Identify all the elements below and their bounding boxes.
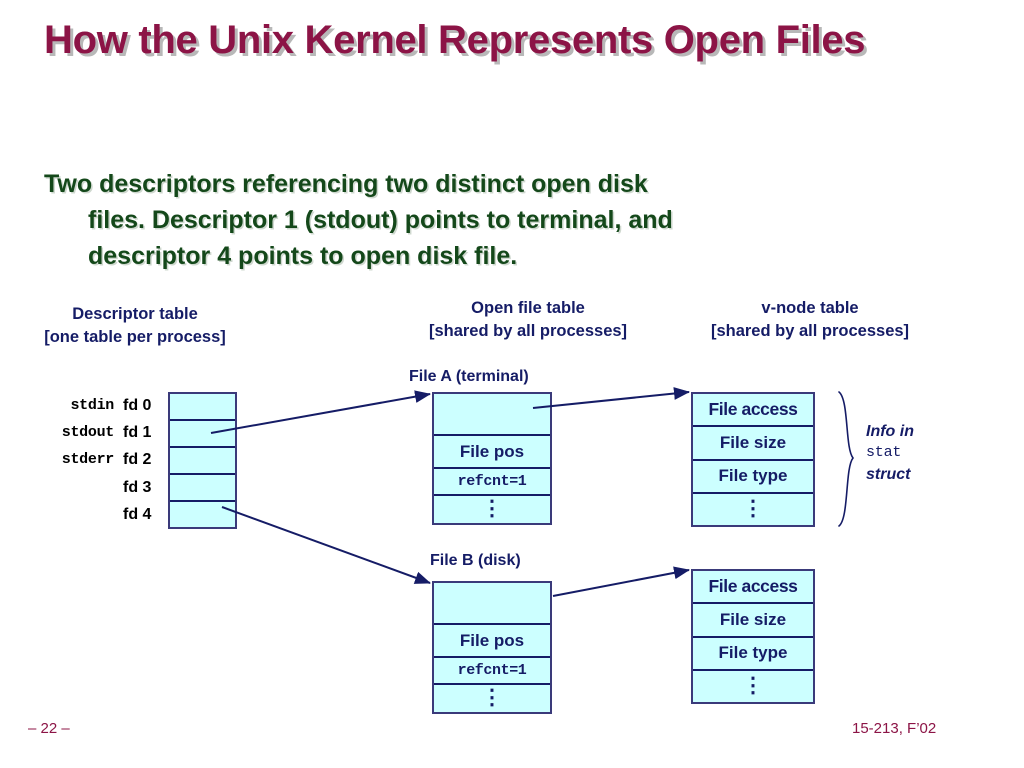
heading-open-file-table-line1: Open file table [471, 299, 585, 317]
footer-slide-number: – 22 – [28, 720, 70, 737]
descriptor-cell-fd0 [170, 394, 235, 421]
vnode-a-cell-file-size: File size [693, 427, 813, 461]
heading-vnode-table-line2: [shared by all processes] [710, 322, 910, 341]
info-stat-struct-note: Info in stat struct [866, 421, 914, 486]
fd-label-row-0: stdin fd 0 [20, 392, 163, 419]
file-b-cell-file-pos: File pos [434, 625, 550, 658]
file-b-cell-ellipsis: ⋮ [434, 685, 550, 712]
curly-brace-icon [838, 391, 855, 527]
open-file-table-b: File pos refcnt=1 ⋮ [432, 581, 552, 714]
fd-label-row-1: stdout fd 1 [20, 419, 163, 446]
info-note-line2: stat [866, 444, 902, 462]
page-title: How the Unix Kernel Represents Open File… [44, 18, 866, 62]
fd-label-row-4: fd 4 [20, 501, 163, 528]
file-a-cell-ellipsis: ⋮ [434, 496, 550, 523]
arrow-fd4-to-file-b [221, 506, 431, 584]
std-name-stdin: stdin [70, 397, 114, 415]
open-file-table-a: File pos refcnt=1 ⋮ [432, 392, 552, 525]
descriptor-cell-fd4 [170, 502, 235, 527]
vnode-table-a: File access File size File type ⋮ [691, 392, 815, 527]
fd-name-0: fd 0 [123, 396, 152, 414]
vnode-a-cell-file-access: File access [693, 394, 813, 428]
descriptor-cell-fd1 [170, 421, 235, 448]
heading-descriptor-table-line1: Descriptor table [72, 305, 198, 323]
info-note-line1: Info in [866, 423, 914, 440]
caption-file-a: File A (terminal) [409, 368, 529, 385]
arrow-file-a-to-vnode-a [532, 387, 690, 409]
footer-course-label: 15-213, F’02 [852, 720, 937, 737]
vnode-a-cell-ellipsis: ⋮ [693, 493, 813, 525]
fd-name-1: fd 1 [123, 423, 152, 441]
bullet-line-3: descriptor 4 points to open disk file. [88, 242, 518, 270]
file-a-cell-refcnt: refcnt=1 [434, 469, 550, 496]
info-note-line3: struct [866, 465, 911, 483]
file-b-cell-refcnt: refcnt=1 [434, 658, 550, 685]
file-a-cell-file-pos: File pos [434, 436, 550, 469]
fd-name-4: fd 4 [123, 505, 152, 523]
heading-descriptor-table: Descriptor table [one table per process] [0, 303, 270, 350]
heading-vnode-table: v-node table [shared by all processes] [640, 297, 980, 344]
vnode-a-cell-file-type: File type [693, 460, 813, 494]
descriptor-cell-fd2 [170, 448, 235, 475]
vnode-table-b: File access File size File type ⋮ [691, 569, 815, 704]
arrow-fd1-to-file-a [210, 390, 431, 434]
bullet-line-1: Two descriptors referencing two distinct… [44, 170, 648, 198]
descriptor-table-box [168, 392, 237, 529]
heading-vnode-table-line1: v-node table [761, 299, 859, 317]
bullet-line-2: files. Descriptor 1 (stdout) points to t… [88, 206, 673, 234]
std-name-stdout: stdout [61, 424, 115, 442]
fd-name-2: fd 2 [123, 450, 152, 468]
bullet-paragraph: Two descriptors referencing two distinct… [44, 166, 924, 274]
heading-descriptor-table-line2: [one table per process] [44, 328, 226, 347]
heading-open-file-table: Open file table [shared by all processes… [378, 297, 678, 344]
arrow-file-b-to-vnode-b [552, 566, 690, 597]
heading-open-file-table-line2: [shared by all processes] [428, 322, 628, 341]
std-name-stderr: stderr [61, 451, 115, 469]
fd-name-3: fd 3 [123, 478, 152, 496]
vnode-b-cell-file-type: File type [693, 637, 813, 671]
descriptor-cell-fd3 [170, 475, 235, 502]
file-a-cell-pointer [434, 394, 550, 436]
fd-label-row-2: stderr fd 2 [20, 446, 163, 473]
fd-label-row-3: fd 3 [20, 474, 163, 501]
vnode-b-cell-file-access: File access [693, 571, 813, 605]
vnode-b-cell-ellipsis: ⋮ [693, 670, 813, 702]
caption-file-b: File B (disk) [430, 552, 521, 569]
file-b-cell-pointer [434, 583, 550, 625]
vnode-b-cell-file-size: File size [693, 604, 813, 638]
